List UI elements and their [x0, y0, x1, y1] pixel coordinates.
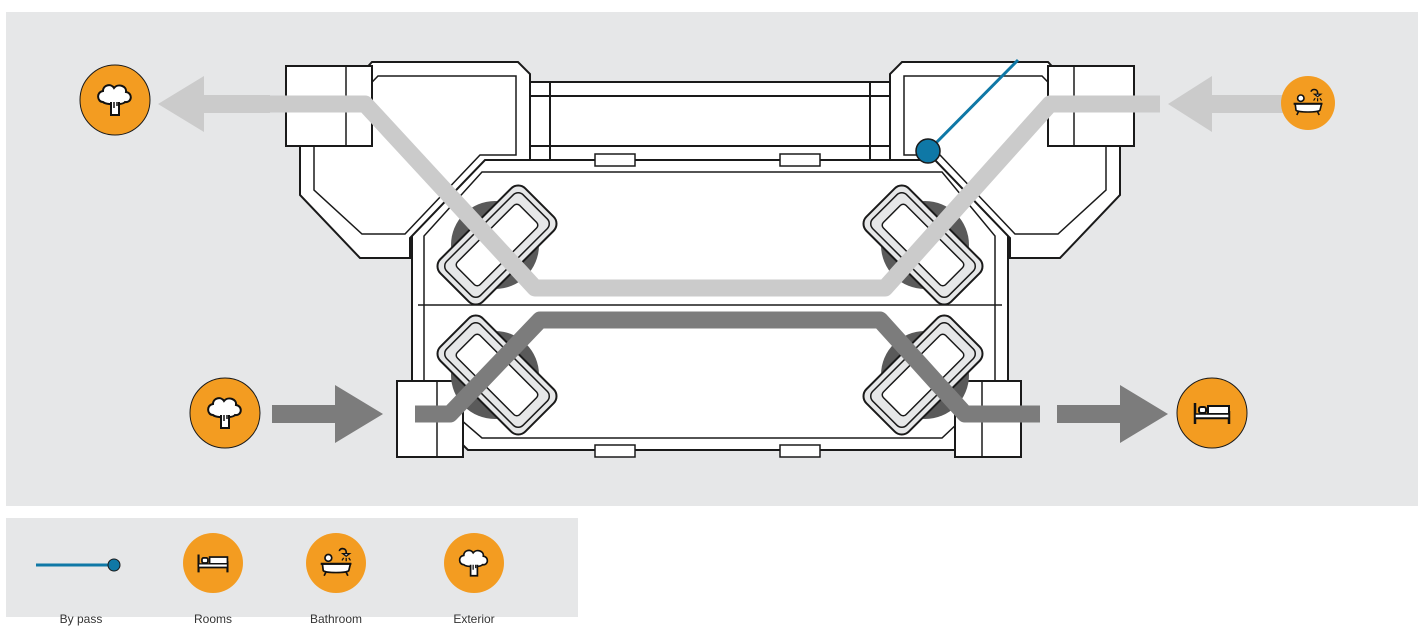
- bathtub-shower-icon: [306, 533, 366, 593]
- legend-label-bypass: By pass: [59, 612, 103, 626]
- heat-recovery-unit-diagram: [79, 58, 1335, 458]
- tree-icon: [444, 533, 504, 593]
- unit-housing: [285, 61, 1135, 458]
- ventilation-diagram-panel: [6, 12, 1418, 506]
- bathroom-icon: [1281, 76, 1335, 130]
- rooms-icon: [1176, 377, 1248, 449]
- legend-symbols: [36, 533, 504, 593]
- legend-label-rooms: Rooms: [193, 612, 232, 626]
- legend-panel: By pass Rooms Bathroom Exterior: [6, 518, 578, 626]
- legend-label-bathroom: Bathroom: [309, 612, 363, 626]
- legend-label-exterior: Exterior: [453, 612, 495, 626]
- exterior-icon-top: [79, 64, 151, 136]
- exterior-icon-bottom: [189, 377, 261, 449]
- bed-icon: [183, 533, 243, 593]
- supply-air-flow: [272, 311, 1168, 443]
- bypass-valve-icon: [915, 58, 1020, 164]
- bypass-legend-symbol: [36, 558, 121, 572]
- exhaust-air-flow: [158, 76, 1285, 297]
